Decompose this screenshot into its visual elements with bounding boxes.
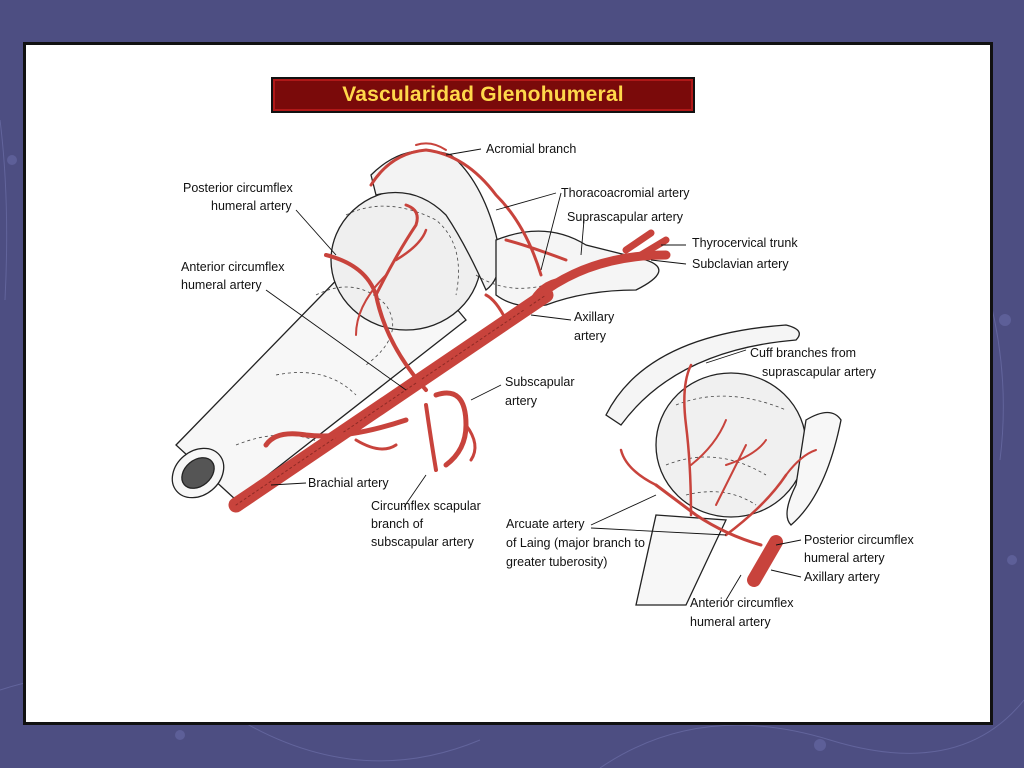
label-cuff-branches-1: Cuff branches from bbox=[750, 346, 856, 360]
inset-bone bbox=[605, 324, 842, 606]
label-circumflex-scapular-3: subscapular artery bbox=[371, 535, 475, 549]
title-banner: Vascularidad Glenohumeral bbox=[271, 77, 695, 113]
artery-network bbox=[228, 142, 671, 513]
label-inset-posterior-1: Posterior circumflex bbox=[804, 533, 914, 547]
leader-lines bbox=[265, 148, 802, 601]
label-anterior-circumflex-1: Anterior circumflex bbox=[181, 260, 285, 274]
label-arcuate-2: of Laing (major branch to bbox=[506, 536, 645, 550]
label-acromial-branch: Acromial branch bbox=[486, 142, 576, 156]
slide-content: Vascularidad Glenohumeral bbox=[23, 42, 993, 725]
label-arcuate-1: Arcuate artery bbox=[506, 517, 585, 531]
label-suprascapular: Suprascapular artery bbox=[567, 210, 684, 224]
label-thoracoacromial: Thoracoacromial artery bbox=[561, 186, 690, 200]
label-posterior-circumflex-2: humeral artery bbox=[211, 199, 292, 213]
inset-contours bbox=[665, 395, 787, 506]
label-circumflex-scapular-1: Circumflex scapular bbox=[371, 499, 481, 513]
label-inset-posterior-2: humeral artery bbox=[804, 551, 885, 565]
label-thyrocervical: Thyrocervical trunk bbox=[692, 236, 798, 250]
label-anterior-circumflex-2: humeral artery bbox=[181, 278, 262, 292]
slide-title: Vascularidad Glenohumeral bbox=[342, 83, 624, 106]
label-subscapular-2: artery bbox=[505, 394, 538, 408]
label-inset-anterior-1: Anterior circumflex bbox=[690, 596, 794, 610]
label-inset-anterior-2: humeral artery bbox=[690, 615, 771, 629]
label-axillary-2: artery bbox=[574, 329, 607, 343]
label-subscapular-1: Subscapular bbox=[505, 375, 575, 389]
label-axillary-1: Axillary bbox=[574, 310, 615, 324]
inset-arteries bbox=[619, 363, 817, 587]
label-arcuate-3: greater tuberosity) bbox=[506, 555, 607, 569]
label-circumflex-scapular-2: branch of bbox=[371, 517, 424, 531]
label-cuff-branches-2: suprascapular artery bbox=[762, 365, 877, 379]
anatomy-diagram: Acromial branch Posterior circumflex hum… bbox=[171, 142, 914, 629]
label-inset-axillary: Axillary artery bbox=[804, 570, 880, 584]
label-subclavian: Subclavian artery bbox=[692, 257, 789, 271]
label-posterior-circumflex-1: Posterior circumflex bbox=[183, 181, 293, 195]
diagram-labels: Acromial branch Posterior circumflex hum… bbox=[181, 142, 914, 629]
label-brachial: Brachial artery bbox=[308, 476, 389, 490]
